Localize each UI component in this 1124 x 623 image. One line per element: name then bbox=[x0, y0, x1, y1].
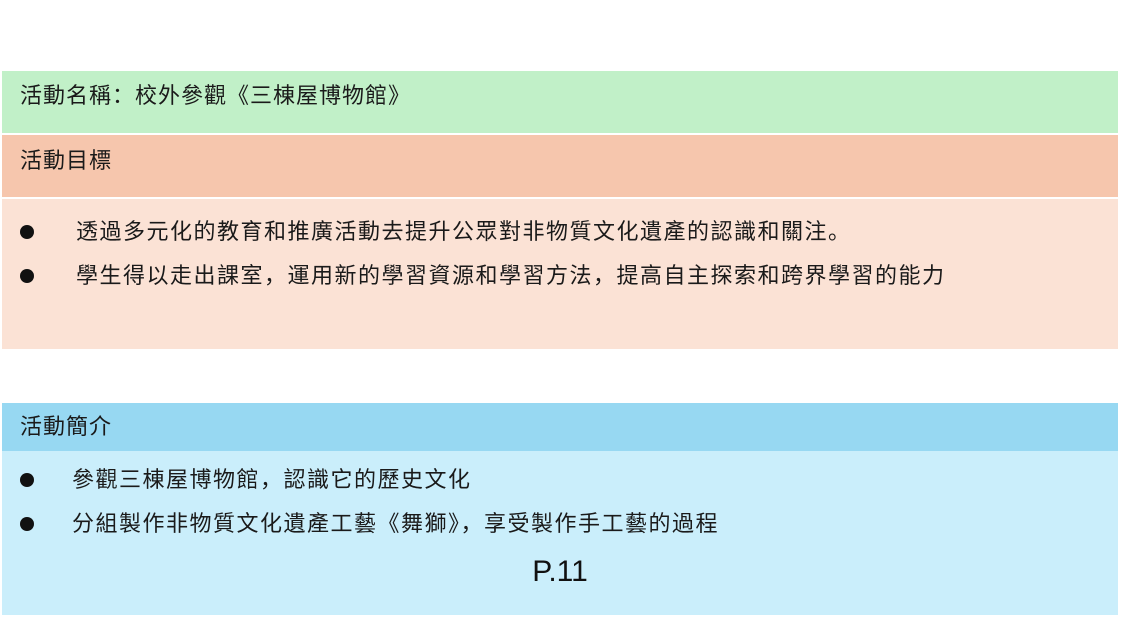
intro-item-text: 分組製作非物質文化遺產工藝《舞獅》，享受製作手工藝的過程 bbox=[72, 512, 720, 537]
goals-item-text: 透過多元化的教育和推廣活動去提升公眾對非物質文化遺產的認識和關注。 bbox=[76, 220, 852, 245]
intro-list: 參觀三棟屋博物館，認識它的歷史文化 分組製作非物質文化遺產工藝《舞獅》，享受製作… bbox=[2, 459, 1118, 547]
bullet-icon bbox=[20, 269, 34, 283]
goals-list-section: 透過多元化的教育和推廣活動去提升公眾對非物質文化遺產的認識和關注。 學生得以走出… bbox=[2, 199, 1118, 349]
bullet-icon bbox=[20, 473, 34, 487]
intro-heading: 活動簡介 bbox=[20, 415, 113, 440]
goals-heading: 活動目標 bbox=[20, 149, 113, 174]
intro-list-item: 參觀三棟屋博物館，認識它的歷史文化 bbox=[2, 459, 1118, 503]
goals-list-item: 學生得以走出課室，運用新的學習資源和學習方法，提高自主探索和跨界學習的能力 bbox=[2, 255, 1118, 299]
intro-list-section: 參觀三棟屋博物館，認識它的歷史文化 分組製作非物質文化遺產工藝《舞獅》，享受製作… bbox=[2, 451, 1118, 615]
goals-heading-row: 活動目標 bbox=[2, 135, 1118, 197]
intro-item-text: 參觀三棟屋博物館，認識它的歷史文化 bbox=[72, 468, 472, 493]
activity-title-row: 活動名稱：校外參觀《三棟屋博物館》 bbox=[2, 71, 1118, 133]
bullet-icon bbox=[20, 517, 34, 531]
goals-list: 透過多元化的教育和推廣活動去提升公眾對非物質文化遺產的認識和關注。 學生得以走出… bbox=[2, 211, 1118, 299]
bullet-icon bbox=[20, 225, 34, 239]
page-number: P.11 bbox=[532, 555, 588, 588]
goals-list-item: 透過多元化的教育和推廣活動去提升公眾對非物質文化遺產的認識和關注。 bbox=[2, 211, 1118, 255]
intro-heading-row: 活動簡介 bbox=[2, 403, 1118, 451]
goals-item-text: 學生得以走出課室，運用新的學習資源和學習方法，提高自主探索和跨界學習的能力 bbox=[76, 264, 946, 289]
intro-list-item: 分組製作非物質文化遺產工藝《舞獅》，享受製作手工藝的過程 bbox=[2, 503, 1118, 547]
activity-title: 活動名稱：校外參觀《三棟屋博物館》 bbox=[20, 84, 412, 109]
